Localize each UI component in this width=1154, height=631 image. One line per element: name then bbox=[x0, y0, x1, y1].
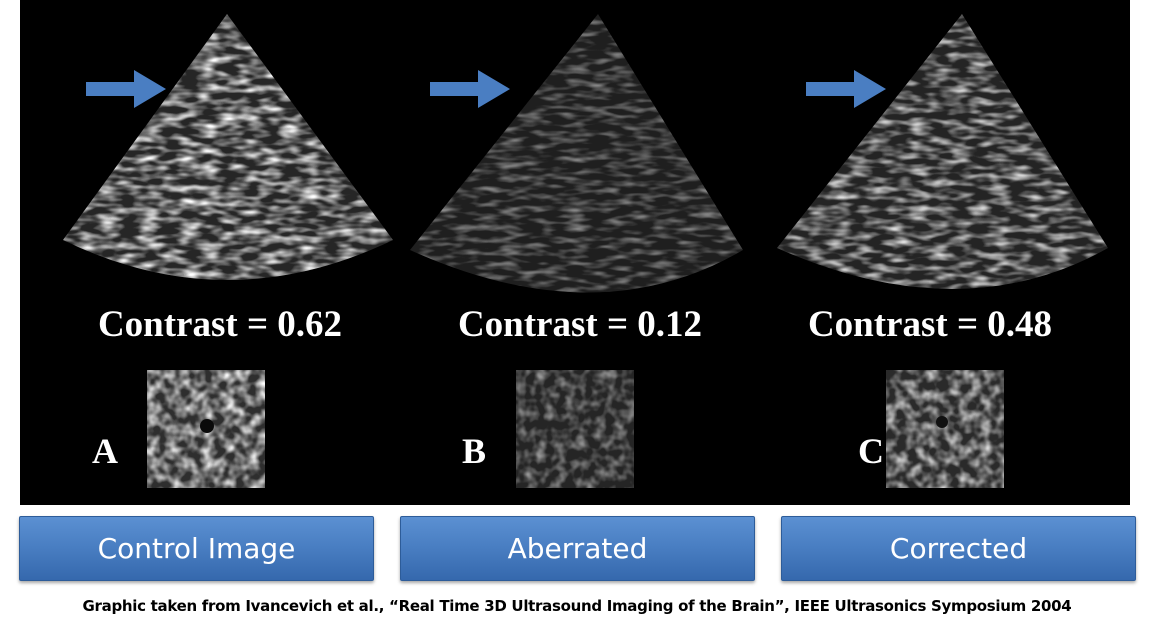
ultrasound-sector-a bbox=[63, 14, 393, 280]
panel-letter: A bbox=[92, 431, 118, 471]
arrow-icon bbox=[86, 70, 166, 108]
contrast-label: Contrast = 0.62 bbox=[97, 304, 343, 345]
lesion-thumbnail-a bbox=[147, 370, 265, 488]
ultrasound-figure: Contrast = 0.62 A bbox=[20, 0, 1130, 505]
ultrasound-sector-b bbox=[410, 14, 743, 293]
lesion-thumbnail-b bbox=[516, 370, 634, 488]
arrow-icon bbox=[430, 70, 510, 108]
panel-b: Contrast = 0.12 B bbox=[410, 0, 770, 505]
corrected-button[interactable]: Corrected bbox=[781, 516, 1136, 581]
arrow-icon bbox=[806, 70, 886, 108]
source-caption: Graphic taken from Ivancevich et al., “R… bbox=[82, 597, 1072, 615]
panel-a: Contrast = 0.62 A bbox=[40, 0, 400, 505]
lesion-thumbnail-c bbox=[886, 370, 1004, 488]
panel-c: Contrast = 0.48 C bbox=[770, 0, 1130, 505]
contrast-label: Contrast = 0.48 bbox=[807, 304, 1053, 345]
aberrated-button[interactable]: Aberrated bbox=[400, 516, 755, 581]
panel-letter: C bbox=[858, 431, 884, 471]
ultrasound-sector-c bbox=[777, 14, 1108, 289]
control-image-button[interactable]: Control Image bbox=[19, 516, 374, 581]
panel-letter: B bbox=[462, 431, 487, 471]
contrast-label: Contrast = 0.12 bbox=[457, 304, 703, 345]
